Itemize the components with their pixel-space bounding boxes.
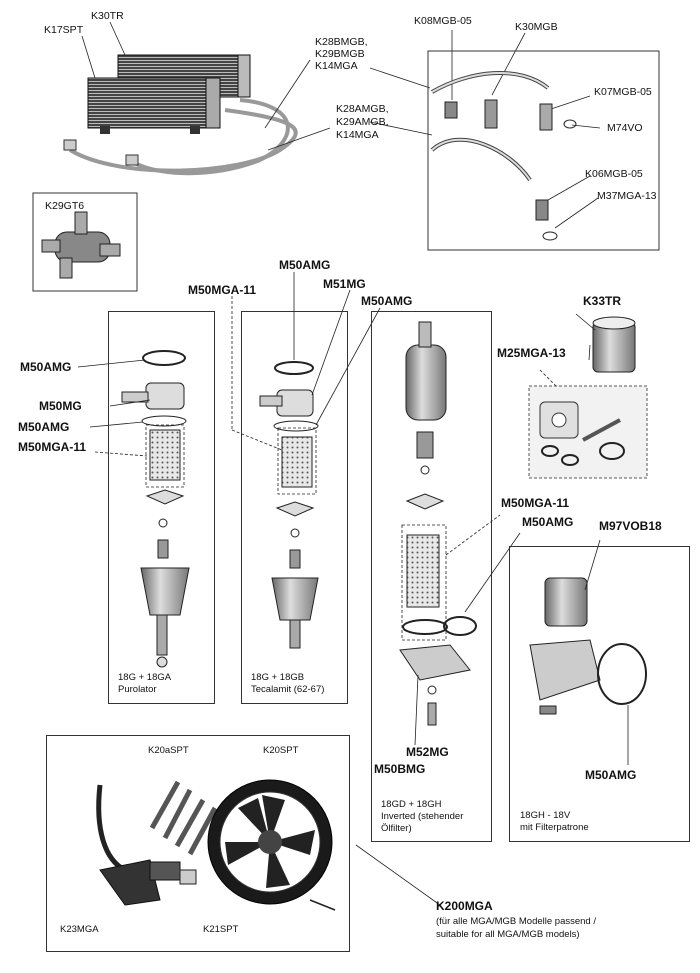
- label-k29gt6: K29GT6: [45, 200, 85, 212]
- caption-spin-on-line1: 18GH - 18V: [520, 810, 571, 821]
- label-k17spt: K17SPT: [44, 24, 84, 36]
- leader-lines-filters: [77, 272, 629, 765]
- label-k29amgb: K29AMGB,: [336, 116, 389, 128]
- fan-kit: [96, 779, 336, 911]
- fan-leader: [355, 844, 441, 906]
- label-m37mga-13: M37MGA-13: [597, 190, 657, 202]
- label-m50mga-11-top: M50MGA-11: [188, 283, 257, 297]
- label-k28amgb: K28AMGB,: [336, 103, 389, 115]
- caption-tecalamit-line1: 18G + 18GB: [251, 672, 305, 683]
- panel-inverted: [371, 311, 492, 842]
- fan-description-line1: (für alle MGA/MGB Modelle passend /: [436, 916, 596, 927]
- spin-on-filter-k33tr: [592, 316, 636, 373]
- thermostat-housing-k29gt6: [32, 192, 138, 292]
- filter-assembly-inverted: [399, 321, 477, 726]
- label-k30tr: K30TR: [91, 10, 124, 22]
- filter-assembly-tecalamit: [259, 361, 319, 649]
- leader-lines-top: [81, 21, 601, 229]
- caption-inverted-line3: Ölfilter): [381, 823, 412, 834]
- braided-hoses: [68, 98, 298, 176]
- filter-assembly-spin-on: [529, 577, 647, 715]
- caption-inverted-line1: 18GD + 18GH: [381, 799, 442, 810]
- caption-tecalamit-line2: Tecalamit (62-67): [251, 684, 325, 695]
- label-k20spt: K20SPT: [263, 745, 299, 756]
- label-k23mga: K23MGA: [60, 924, 99, 935]
- oil-cooler-k17spt: [87, 77, 221, 134]
- label-k28bmgb: K28BMGB,: [315, 36, 368, 48]
- label-k14mga-2: K14MGA: [336, 129, 379, 141]
- adapter-kit-m25mga13: [528, 385, 648, 479]
- label-k29bmgb: K29BMGB: [315, 48, 365, 60]
- label-m51mg: M51MG: [323, 277, 366, 291]
- fan-description-line2: suitable for all MGA/MGB models): [436, 929, 580, 940]
- label-k06mgb-05: K06MGB-05: [585, 168, 643, 180]
- label-left-m50mga-11: M50MGA-11: [18, 440, 87, 454]
- label-k08mgb-05: K08MGB-05: [414, 15, 472, 27]
- label-k07mgb-05: K07MGB-05: [594, 86, 652, 98]
- panel-fan: [46, 735, 350, 952]
- label-left-m50amg2: M50AMG: [18, 420, 70, 434]
- label-k200mga: K200MGA: [436, 899, 493, 913]
- label-k33tr: K33TR: [583, 294, 622, 308]
- caption-spin-on-line2: mit Filterpatrone: [520, 822, 589, 833]
- label-right-m50amg: M50AMG: [585, 768, 637, 782]
- label-m52mg: M52MG: [406, 745, 449, 759]
- filter-assembly-purolator: [121, 350, 190, 668]
- hose-fittings: [63, 139, 139, 166]
- label-m97vob18: M97VOB18: [599, 519, 662, 533]
- label-m50amg-top: M50AMG: [279, 258, 331, 272]
- panel-tecalamit: [241, 311, 348, 704]
- caption-purolator-line1: 18G + 18GA: [118, 672, 172, 683]
- caption-inverted-line2: Inverted (stehender: [381, 811, 464, 822]
- label-left-m50mg: M50MG: [39, 399, 82, 413]
- hose-kit-box: [427, 50, 660, 251]
- caption-purolator-line2: Purolator: [118, 684, 157, 695]
- label-k21spt: K21SPT: [203, 924, 239, 935]
- label-m50bmg: M50BMG: [374, 762, 426, 776]
- label-m50amg-top2: M50AMG: [361, 294, 413, 308]
- label-m25mga-13: M25MGA-13: [497, 346, 566, 360]
- panel-purolator: [108, 311, 215, 704]
- label-mid-m50amg: M50AMG: [522, 515, 574, 529]
- label-k20aspt: K20aSPT: [148, 745, 189, 756]
- panel-spin-on: [509, 546, 690, 842]
- label-k30mgb: K30MGB: [515, 21, 558, 33]
- label-left-m50amg: M50AMG: [20, 360, 72, 374]
- label-k14mga-1: K14MGA: [315, 60, 358, 72]
- label-mid-m50mga-11: M50MGA-11: [501, 496, 570, 510]
- label-m74vo: M74VO: [607, 122, 643, 134]
